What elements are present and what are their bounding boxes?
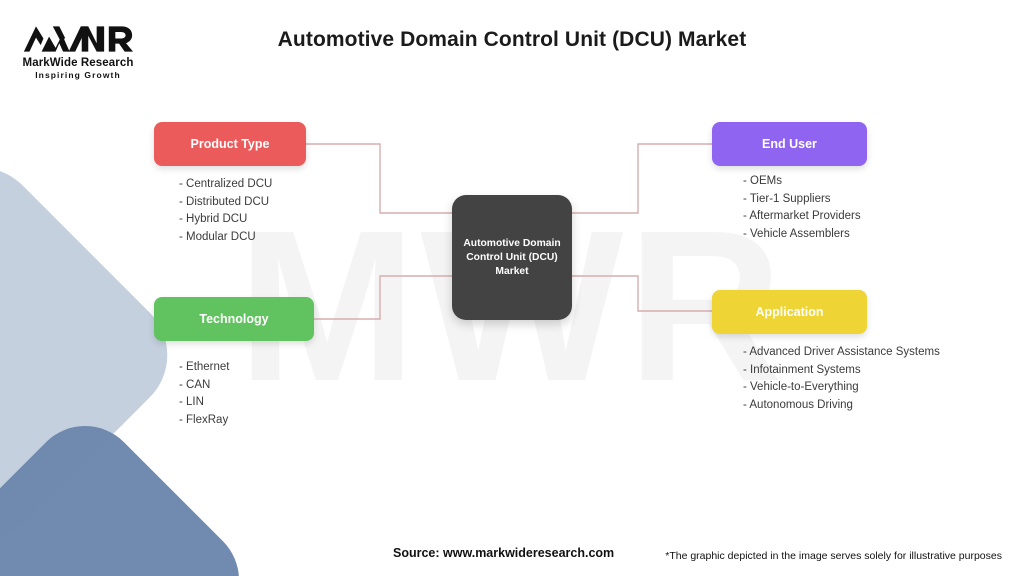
footer-disclaimer: *The graphic depicted in the image serve… [665,550,1002,562]
mwr-logo-icon [23,26,134,52]
node-center-market[interactable]: Automotive Domain Control Unit (DCU) Mar… [452,195,572,320]
connector-product-type [306,143,452,214]
list-item: - Vehicle-to-Everything [743,381,859,394]
list-technology: - Ethernet - CAN - LIN - FlexRay [179,359,230,429]
footer-source: Source: www.markwideresearch.com [393,546,615,560]
list-item: - Modular DCU [179,230,256,243]
list-item: - OEMs [743,175,782,187]
page-title: Automotive Domain Control Unit (DCU) Mar… [277,28,747,51]
node-product-type[interactable]: Product Type [154,122,306,166]
node-technology-label: Technology [199,312,269,326]
node-application[interactable]: Application [712,290,867,334]
list-item: - Advanced Driver Assistance Systems [743,346,940,358]
connector-technology [314,275,452,320]
connector-end-user [572,143,712,214]
list-item: - CAN [179,378,211,391]
center-line-2: Control Unit (DCU) [466,251,558,263]
center-line-1: Automotive Domain [463,237,561,249]
connector-application [572,275,712,312]
list-end-user: - OEMs - Tier-1 Suppliers - Aftermarket … [743,173,861,243]
list-product-type: - Centralized DCU - Distributed DCU - Hy… [179,176,272,246]
list-item: - Aftermarket Providers [743,210,861,223]
list-application: - Advanced Driver Assistance Systems - I… [743,344,940,414]
node-end-user-label: End User [762,137,817,151]
node-technology[interactable]: Technology [154,297,314,341]
brand-tagline: Inspiring Growth [35,70,121,80]
list-item: - FlexRay [179,413,229,426]
node-application-label: Application [755,305,824,319]
brand-name: MarkWide Research [22,57,134,69]
list-item: - Infotainment Systems [743,363,861,376]
list-item: - Ethernet [179,361,230,373]
center-line-3: Market [495,265,529,277]
list-item: - Autonomous Driving [743,398,853,411]
brand-logo: MarkWide Research Inspiring Growth [18,22,138,80]
node-product-type-label: Product Type [190,137,270,151]
node-end-user[interactable]: End User [712,122,867,166]
list-item: - LIN [179,396,204,409]
list-item: - Centralized DCU [179,178,273,190]
list-item: - Vehicle Assemblers [743,227,850,240]
list-item: - Distributed DCU [179,195,270,208]
list-item: - Tier-1 Suppliers [743,192,831,205]
list-item: - Hybrid DCU [179,213,248,226]
